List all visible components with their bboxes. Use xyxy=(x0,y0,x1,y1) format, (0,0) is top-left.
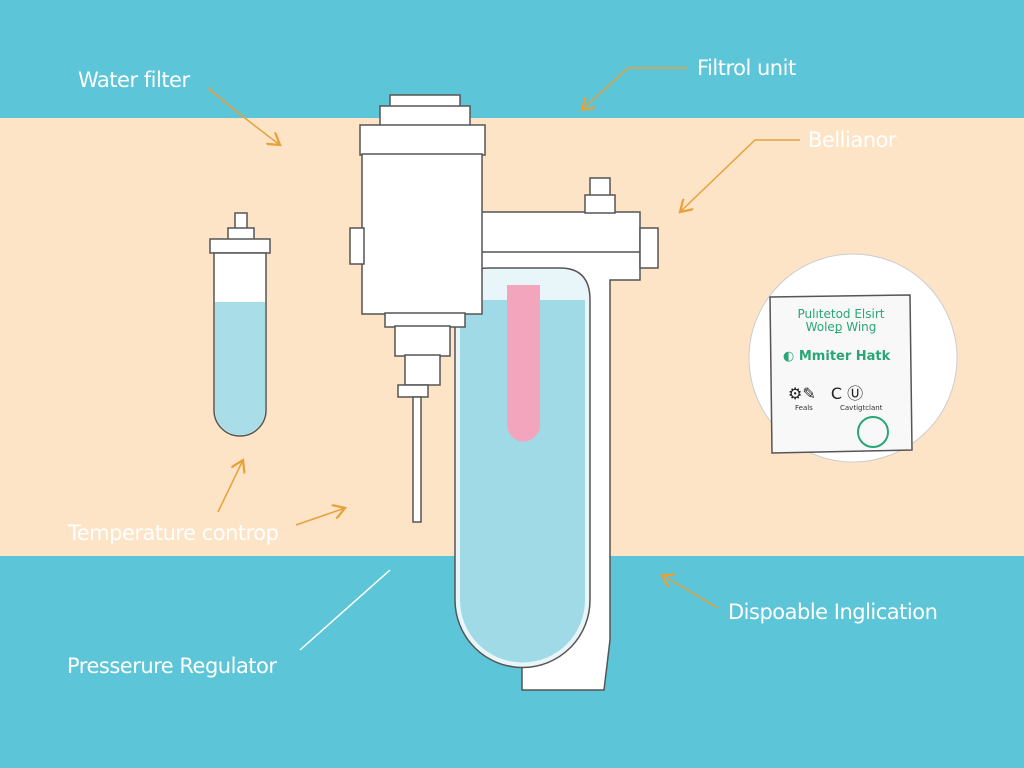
filter-housing xyxy=(349,94,659,691)
small-cartridge xyxy=(209,212,271,437)
packet-caption-left: Feals xyxy=(795,404,813,412)
packet-bag xyxy=(769,294,913,454)
certification-seal-icon xyxy=(857,416,889,448)
label-temperature-control: Temperature controp xyxy=(68,521,279,545)
label-water-filter: Water filter xyxy=(78,68,190,92)
packet-caption-right: Cavtigtclant xyxy=(840,404,883,412)
packet-line2: Woleք Wing xyxy=(805,320,877,334)
packet-line1: Pulıtetod Elsirt xyxy=(797,307,885,321)
label-bellianor: Bellianor xyxy=(808,128,897,152)
packet-brand-text: Mmiter Hatk xyxy=(798,349,891,364)
packet-brand: ◐ Mmiter Hatk xyxy=(783,349,890,364)
brand-logo-icon: ◐ xyxy=(783,349,799,364)
packet-icons: ⚙✎ C Ⓤ xyxy=(788,380,863,404)
label-pressure-regulator: Presserure Regulator xyxy=(67,654,277,678)
label-disposable: Dispoable Inglication xyxy=(728,600,938,624)
packet-title: Pulıtetod Elsirt Woleք Wing xyxy=(780,308,902,334)
ce-mark-icon: C xyxy=(830,384,843,403)
ul-mark-icon: Ⓤ xyxy=(847,384,864,403)
tools-icon: ⚙✎ xyxy=(788,384,816,403)
label-filtrol-unit: Filtrol unit xyxy=(697,56,796,80)
